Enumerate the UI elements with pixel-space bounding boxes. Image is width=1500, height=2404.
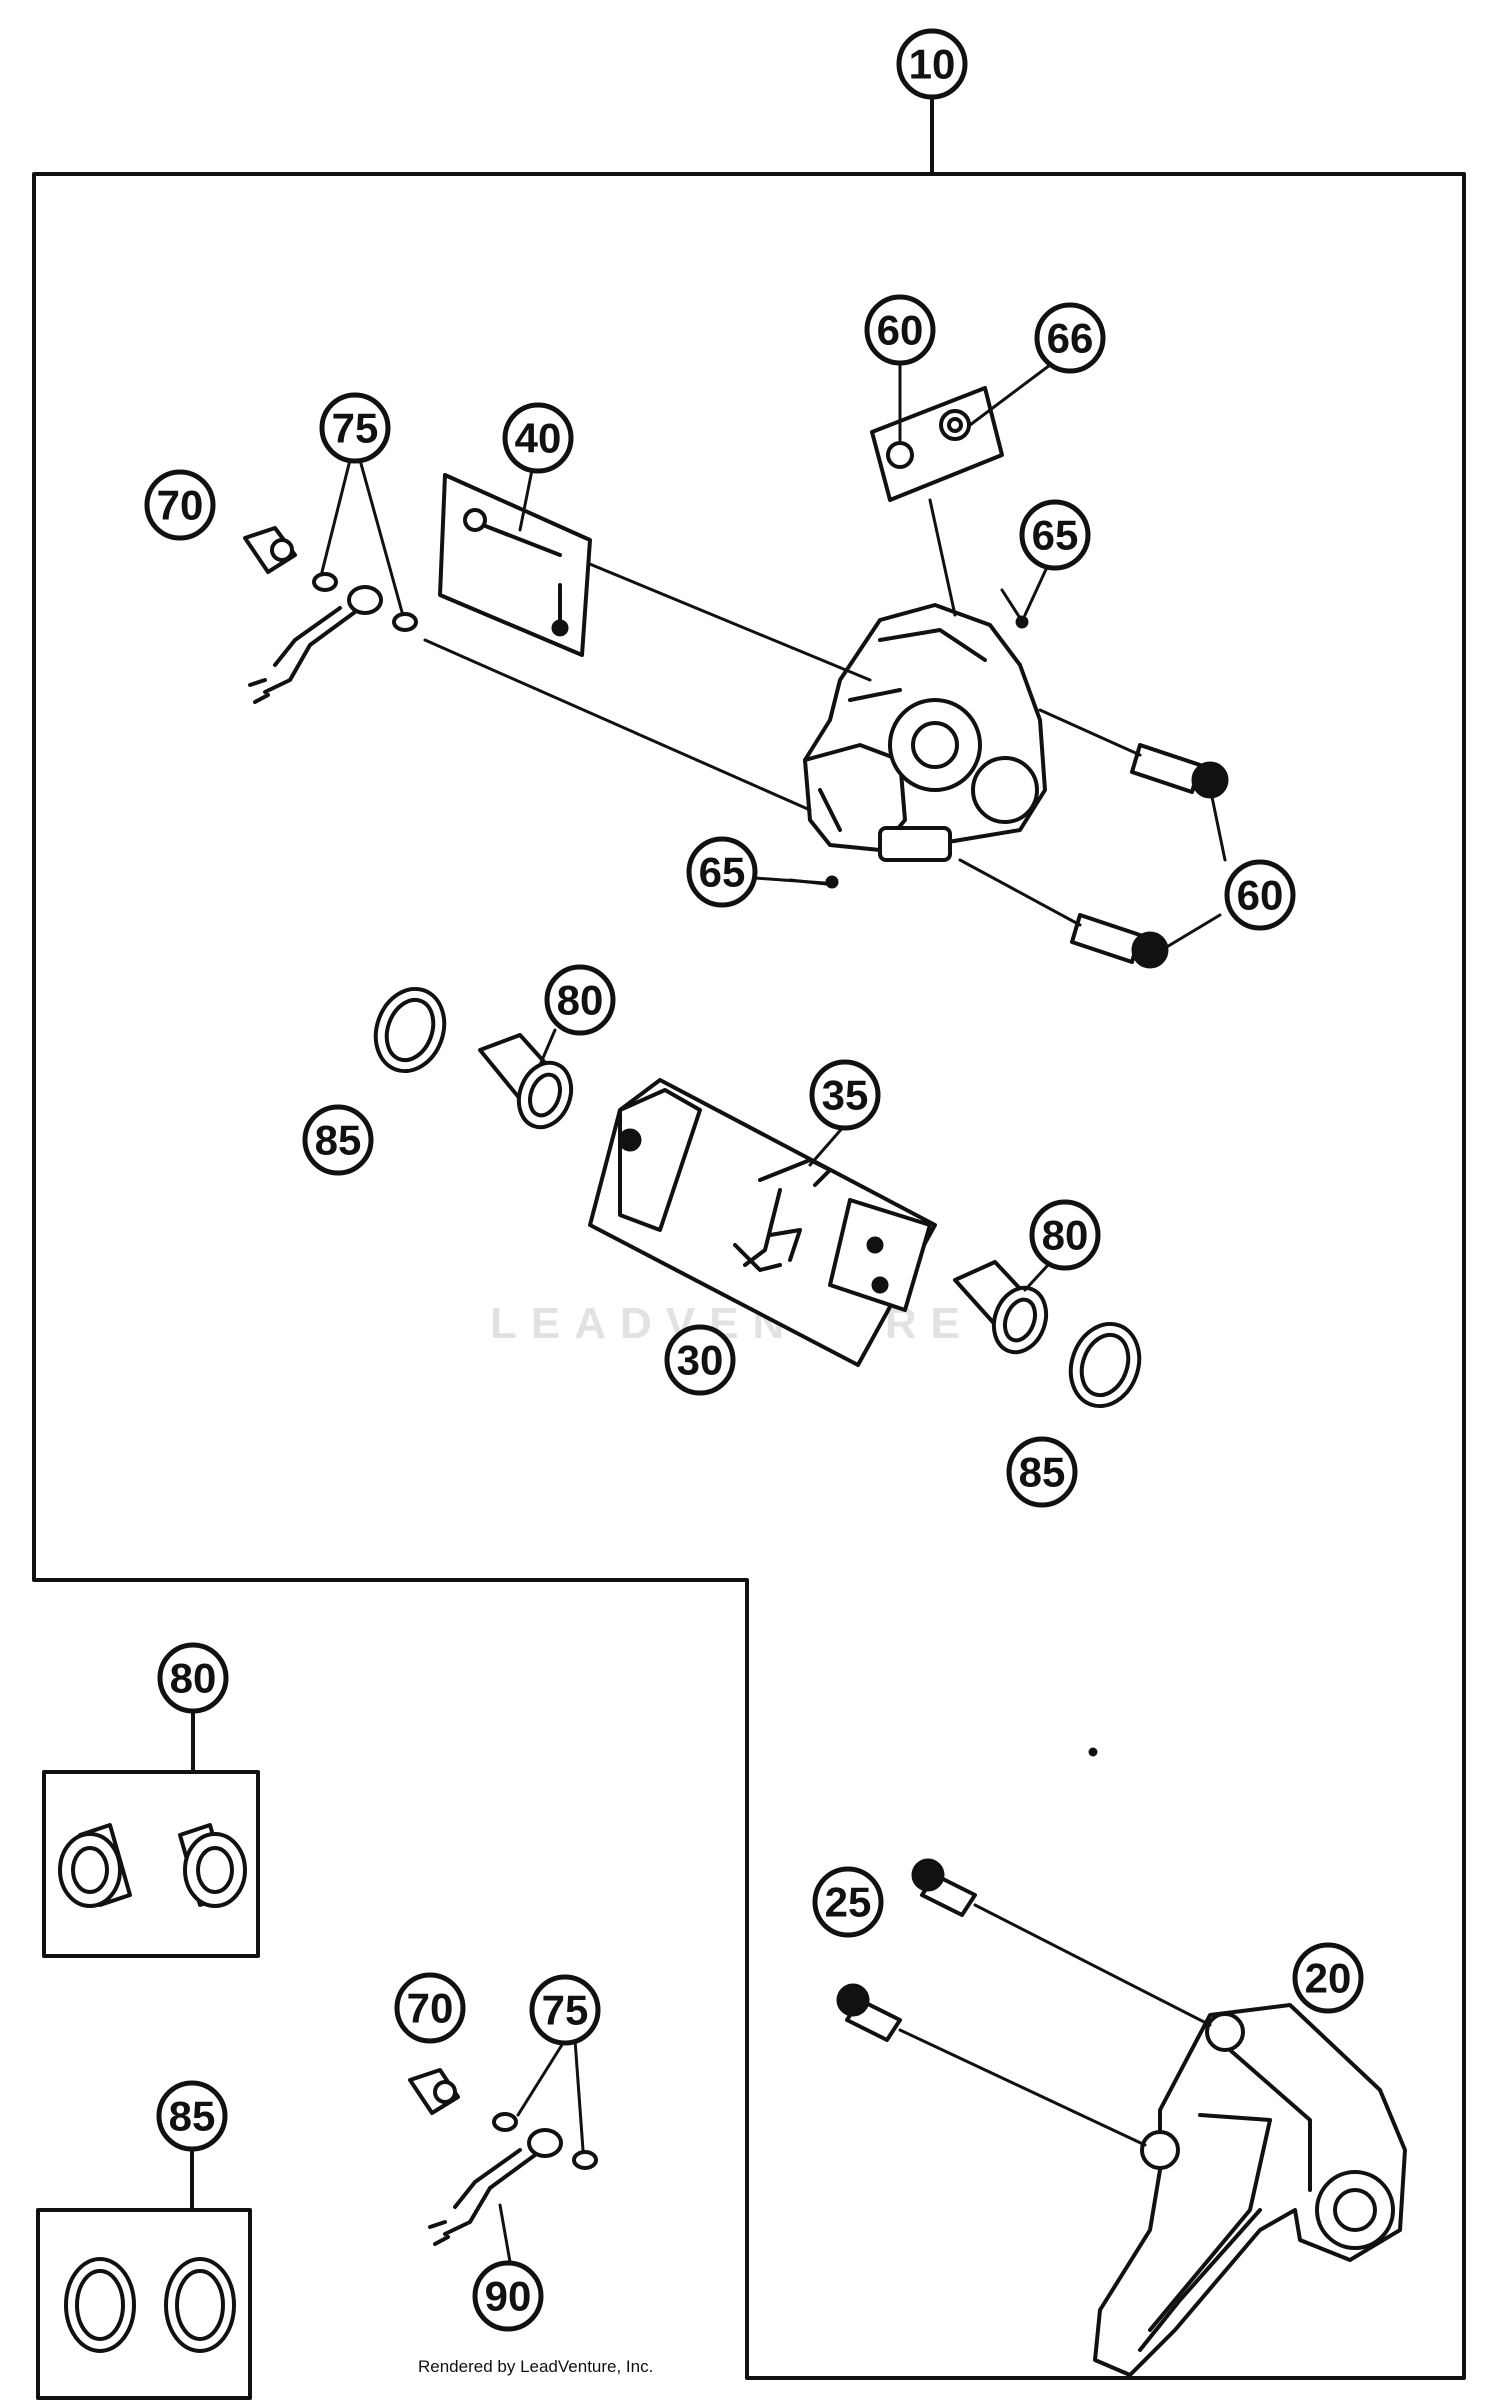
svg-text:80: 80 [1042,1212,1089,1259]
bolt-25-lower [836,1983,1147,2147]
callout-85-kit: 85 [156,2080,228,2152]
callout-25: 25 [812,1866,884,1938]
callout-40: 40 [502,402,574,474]
screw-65-upper [1015,615,1029,629]
callout-65-lower: 65 [686,836,758,908]
svg-text:85: 85 [315,1117,362,1164]
kit-80-pistons [58,1823,247,1908]
gasket-card-40 [438,473,592,657]
svg-text:70: 70 [157,482,204,529]
callout-75-upper: 75 [319,392,391,464]
pin-bolt-upper [1130,743,1229,799]
svg-text:90: 90 [485,2273,532,2320]
caliper-bracket-20 [1093,2003,1407,2377]
svg-text:25: 25 [825,1879,872,1926]
callout-70-upper: 70 [144,469,216,541]
svg-text:85: 85 [1019,1449,1066,1496]
callout-66: 66 [1034,302,1106,374]
callout-85-right: 85 [1006,1436,1078,1508]
svg-text:40: 40 [515,415,562,462]
pin-bolt-lower [1070,913,1169,969]
credit-text: Rendered by LeadVenture, Inc. [418,2357,653,2376]
caliper-body [803,603,1047,862]
callout-35: 35 [809,1059,881,1131]
callout-20: 20 [1292,1942,1364,2014]
callout-80-kit: 80 [157,1642,229,1714]
svg-text:60: 60 [877,307,924,354]
svg-text:70: 70 [407,1985,454,2032]
svg-text:30: 30 [677,1337,724,1384]
assembly-outline [32,172,1466,2380]
speck-dot [1088,1747,1098,1757]
svg-text:35: 35 [822,1072,869,1119]
banjo-group-lower [408,2068,598,2246]
callout-70-lower: 70 [394,1972,466,2044]
svg-text:66: 66 [1047,315,1094,362]
svg-text:80: 80 [557,977,604,1024]
callout-65-upper: 65 [1019,499,1091,571]
seal-85-right [1068,1321,1142,1409]
callout-90: 90 [472,2260,544,2332]
svg-text:85: 85 [169,2093,216,2140]
callout-60-plate: 60 [864,294,936,366]
pad-spring-35 [733,1158,832,1272]
piston-80-right [953,1260,1049,1355]
callout-75-lower: 75 [529,1974,601,2046]
svg-text:80: 80 [170,1655,217,1702]
svg-text:65: 65 [1032,512,1079,559]
svg-text:75: 75 [542,1987,589,2034]
callout-85-left: 85 [302,1104,374,1176]
svg-text:75: 75 [332,405,379,452]
svg-text:65: 65 [699,849,746,896]
svg-text:60: 60 [1237,872,1284,919]
brake-pad-set-30 [588,1078,937,1367]
callout-30: 30 [664,1324,736,1396]
svg-text:10: 10 [909,41,956,88]
callout-80-right: 80 [1029,1199,1101,1271]
callout-60-pins: 60 [1224,859,1296,931]
bolt-25-upper [911,1858,1212,2027]
svg-text:20: 20 [1305,1955,1352,2002]
bleeder-plate [870,386,1004,502]
banjo-group-upper [243,526,418,704]
screw-65-lower [825,875,839,889]
seal-85-left [373,986,447,1074]
piston-80-left [478,1033,574,1130]
callout-leaders [320,358,1227,2264]
callout-10: 10 [896,28,968,100]
callout-80-left: 80 [544,964,616,1036]
kit-85-seals [64,2257,236,2353]
